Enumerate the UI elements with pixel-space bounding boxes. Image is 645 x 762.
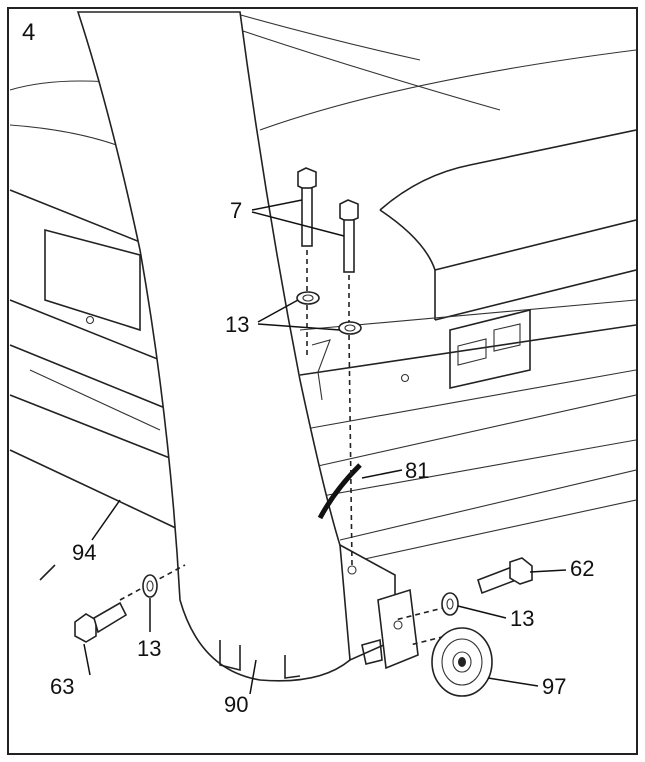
bolt-63 (74, 601, 128, 643)
washer-13-right (441, 592, 459, 616)
bolt-62 (477, 557, 533, 595)
washers-13-top (296, 291, 362, 335)
washer-13-left (142, 574, 158, 598)
wheel-bracket (339, 543, 419, 670)
callout-13-right: 13 (510, 606, 534, 631)
callout-63: 63 (50, 674, 74, 699)
callout-90: 90 (224, 692, 248, 717)
callout-13-top: 13 (225, 312, 249, 337)
diagram-border (7, 7, 638, 755)
upright-90 (76, 11, 351, 682)
callout-81: 81 (405, 458, 429, 483)
wheel-97 (431, 627, 493, 697)
callout-13-left: 13 (137, 636, 161, 661)
callout-94: 94 (72, 540, 96, 565)
callout-62: 62 (570, 556, 594, 581)
callout-7: 7 (230, 198, 242, 223)
callout-97: 97 (542, 674, 566, 699)
leader-lines (83, 199, 567, 695)
step-number: 4 (22, 19, 35, 46)
cable-81 (317, 463, 362, 520)
bolts-7 (297, 167, 359, 273)
